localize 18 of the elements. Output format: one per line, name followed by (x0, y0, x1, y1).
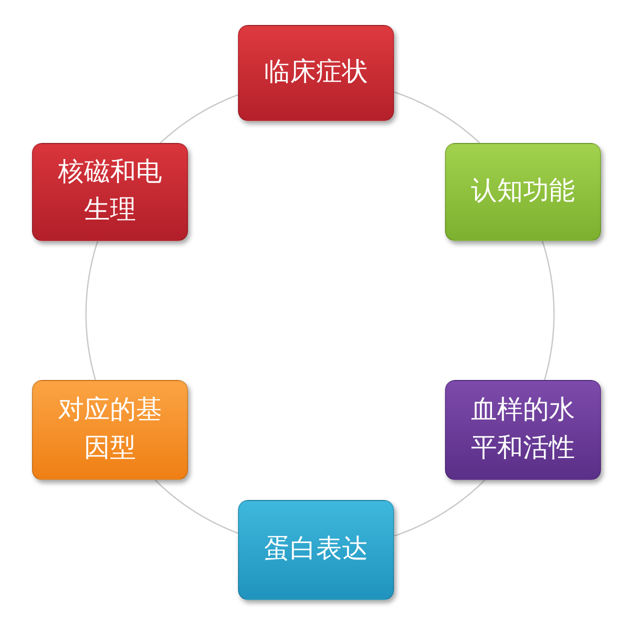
process-box (445, 143, 601, 241)
process-box (445, 380, 601, 480)
box-label: 核磁和电生理 (57, 156, 163, 227)
box-label: 认知功能 (470, 175, 576, 208)
connector-arc (394, 480, 486, 537)
process-box (238, 25, 394, 121)
connector-arc (542, 240, 555, 380)
process-box (32, 380, 188, 480)
connector-arc (154, 480, 238, 534)
process-box (32, 143, 188, 241)
connector-arc (85, 240, 98, 380)
box-label: 对应的基因型 (57, 394, 163, 465)
box-label: 蛋白表达 (263, 533, 369, 566)
box-label: 血样的水平和活性 (470, 394, 576, 465)
box-label: 临床症状 (263, 56, 369, 90)
connector-arc (160, 94, 238, 144)
connector-arc (394, 92, 480, 144)
process-box (238, 500, 394, 600)
